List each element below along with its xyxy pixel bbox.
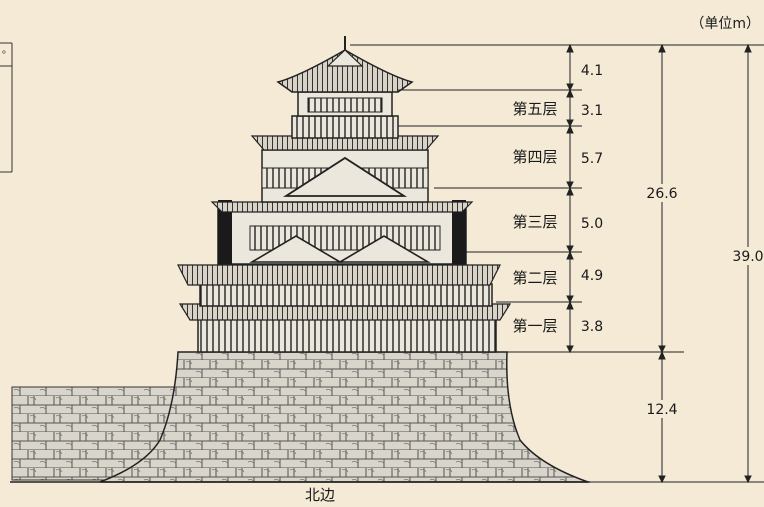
floor-2-height: 4.9 bbox=[581, 268, 603, 284]
floor-2-label: 第二层 bbox=[512, 269, 557, 287]
base-height-label: 12.4 bbox=[646, 402, 677, 418]
tower-height-label: 26.6 bbox=[646, 186, 677, 202]
floor-4-height: 5.7 bbox=[581, 151, 603, 167]
roof-height-label: 4.1 bbox=[581, 63, 603, 79]
total-height-label: 39.0 bbox=[732, 249, 763, 265]
floor-3-label: 第三层 bbox=[512, 213, 557, 231]
floor-1-label: 第一层 bbox=[512, 317, 557, 335]
stone-base bbox=[10, 351, 590, 483]
floor-1-height: 3.8 bbox=[581, 319, 603, 335]
floor-4-label: 第四层 bbox=[512, 148, 557, 166]
side-frame-fragment: 。 bbox=[0, 42, 13, 173]
north-side-label: 北边 bbox=[305, 486, 335, 504]
castle-tower bbox=[177, 36, 512, 353]
floor-3-height: 5.0 bbox=[581, 216, 603, 232]
floor-5-label: 第五层 bbox=[512, 100, 557, 118]
unit-label: （单位m） bbox=[690, 16, 760, 32]
svg-text:。: 。 bbox=[2, 45, 12, 56]
floor-5-height: 3.1 bbox=[581, 103, 603, 119]
